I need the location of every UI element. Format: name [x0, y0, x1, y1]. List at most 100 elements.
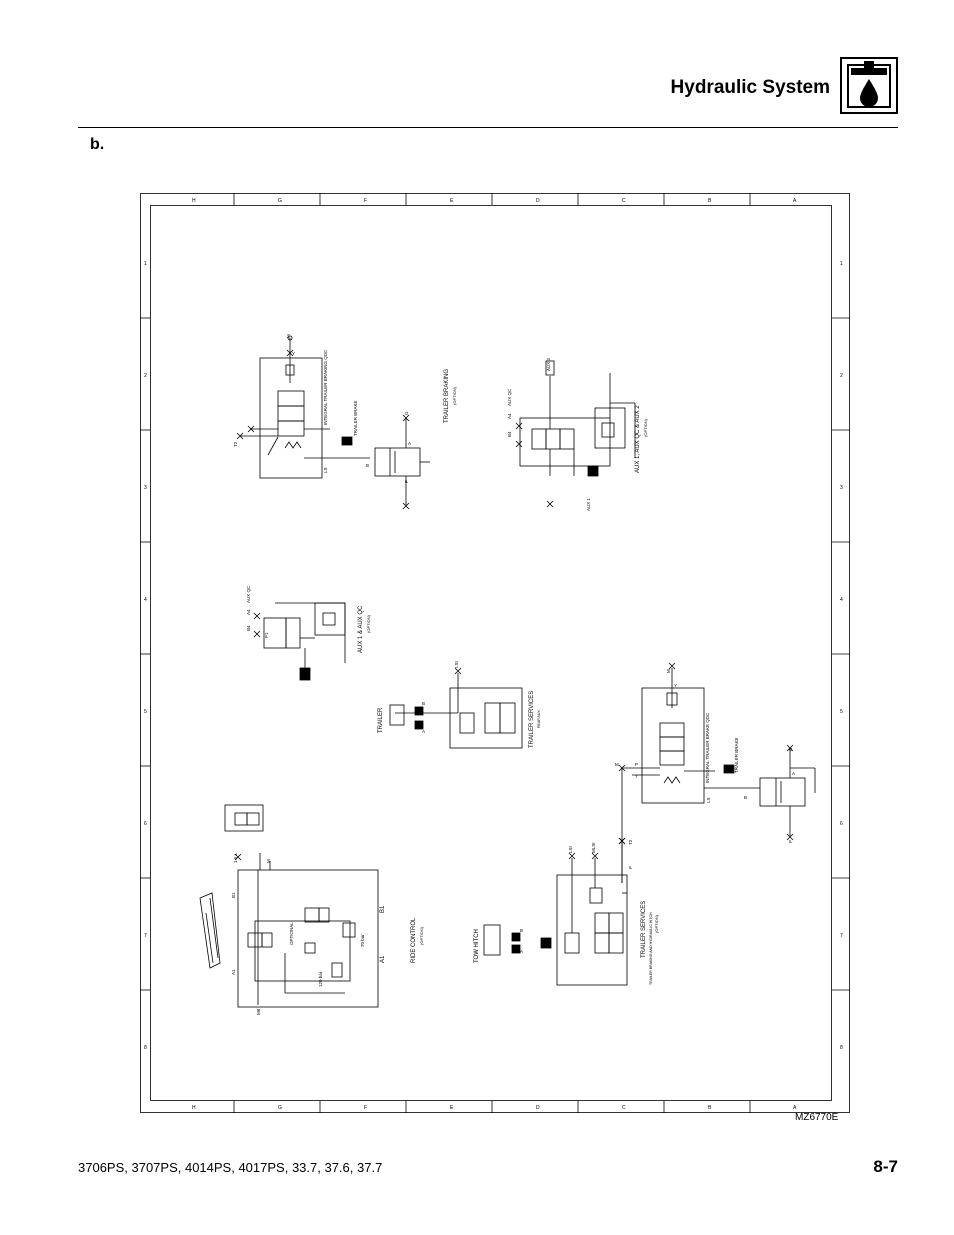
- port-b4: B4: [507, 431, 512, 437]
- port-ls: LS: [323, 467, 328, 473]
- label-aux1-auxqc-aux2-option: (OPTION): [643, 418, 648, 437]
- port-a: A: [408, 441, 411, 446]
- port-y: Y: [292, 351, 295, 356]
- row-number-right: 7: [840, 933, 843, 939]
- col-letter-bottom: E: [450, 1105, 454, 1111]
- row-number-left: 8: [144, 1045, 147, 1051]
- footer-models: 3706PS, 3707PS, 4014PS, 4017PS, 33.7, 37…: [78, 1160, 383, 1175]
- port-m: M: [286, 334, 291, 338]
- label-optional: OPTIONAL: [289, 922, 294, 945]
- label-aux1-auxqc-option: (OPTION): [366, 614, 371, 633]
- port-b1-right: B1: [380, 905, 386, 913]
- port-a-hitch: A: [520, 949, 523, 954]
- frame-outer: [140, 193, 850, 1113]
- row-number-right: 1: [840, 261, 843, 267]
- col-letter-top: E: [450, 198, 454, 204]
- port-a1-right: A1: [380, 955, 386, 963]
- port-a4: A4: [507, 413, 512, 419]
- label-rear-aux: REAR AUX: [537, 710, 541, 728]
- row-number-right: 4: [840, 597, 843, 603]
- row-number-left: 6: [144, 821, 147, 827]
- circuit-aux1-auxqc-aux2: [515, 360, 636, 508]
- hydraulic-reservoir-icon: [840, 57, 898, 114]
- row-number-left: 5: [144, 709, 147, 715]
- row-number-left: 3: [144, 485, 147, 491]
- port-a1: A1: [231, 969, 236, 975]
- hydraulic-schematic: H G F E D C B A H G F E D C B A 1 2 3 4 …: [140, 193, 850, 1113]
- col-letter-bottom: F: [364, 1105, 367, 1111]
- circuit-tow-hitch-trailer-services: [483, 837, 628, 986]
- port-aux1: AUX 1: [586, 497, 591, 511]
- port-a-trailer: A: [422, 729, 425, 734]
- port-p-2: P: [635, 762, 638, 767]
- circuit-trailer-braking-valve: [236, 335, 430, 510]
- label-ride-control-option: (OPTION): [419, 926, 424, 945]
- row-number-left: 1: [144, 261, 147, 267]
- col-letter-top: A: [793, 198, 797, 204]
- row-number-right: 2: [840, 373, 843, 379]
- label-aux1-auxqc: AUX 1 & AUX QC: [358, 605, 364, 653]
- figure-id: MZ6770E: [795, 1112, 839, 1123]
- port-b1: B1: [231, 892, 236, 898]
- port-m6: M6: [256, 1008, 261, 1015]
- port-a4-b: A4: [246, 609, 251, 615]
- row-number-right: 8: [840, 1045, 843, 1051]
- port-aux-qc: AUX QC: [507, 388, 512, 406]
- col-letter-top: H: [192, 198, 196, 204]
- row-number-right: 5: [840, 709, 843, 715]
- col-letter-top: F: [364, 198, 367, 204]
- row-number-right: 6: [840, 821, 843, 827]
- port-g-2: G: [788, 747, 793, 751]
- label-1-5-l: 1.5 L: [233, 852, 238, 863]
- port-lsi: LSI: [454, 661, 459, 668]
- circuit-trailer-brake-valve-2: [618, 662, 816, 883]
- port-m-2: M: [666, 669, 671, 673]
- row-number-left: 4: [144, 597, 147, 603]
- label-trailer: TRAILER: [378, 707, 384, 733]
- label-70-bar: 70 bar: [360, 934, 365, 947]
- page-number: 8-7: [873, 1157, 898, 1176]
- label-trailer-braking: TRAILER BRAKING: [444, 369, 450, 423]
- port-p-3: P: [788, 840, 793, 843]
- label-trailer-services-option: (OPTION): [654, 914, 659, 933]
- label-trailer-brake-2: TRAILER BRAKE: [734, 737, 739, 773]
- label-integral-trailer-brake-qdc: INTEGRAL TRAILER BRAKE QDC: [705, 712, 710, 783]
- page-title: Hydraulic System: [670, 77, 830, 98]
- label-trailer-brake: TRAILER BRAKE: [353, 400, 358, 436]
- port-aux-qc-b: AUX QC: [246, 585, 251, 603]
- row-ticks: [140, 317, 850, 991]
- col-letter-bottom: C: [622, 1105, 626, 1111]
- col-letter-bottom: D: [536, 1105, 540, 1111]
- port-aux2: AUX 2: [546, 357, 551, 371]
- col-letter-bottom: G: [278, 1105, 282, 1111]
- port-b-hitch: B: [520, 928, 523, 933]
- port-p2: P: [628, 866, 633, 869]
- port-b: B: [366, 463, 369, 468]
- port-a-2: A: [792, 771, 795, 776]
- label-tow-hitch: TOW HITCH: [474, 929, 480, 963]
- port-mlsi: MLSI: [591, 842, 596, 853]
- col-letter-top: G: [278, 198, 282, 204]
- port-g: G: [404, 411, 409, 415]
- port-b-2: B: [744, 795, 747, 800]
- circuit-ride-control: [199, 804, 379, 1008]
- header-rule: [78, 127, 898, 128]
- row-number-left: 7: [144, 933, 147, 939]
- port-m-ride: M: [266, 859, 271, 863]
- port-p: P: [404, 480, 409, 483]
- label-integral-trailer-braking-qdc: INTEGRAL TRAILER BRAKING QDC: [323, 349, 328, 425]
- port-p1: P1: [264, 632, 269, 638]
- column-ticks: [233, 193, 751, 1113]
- port-t2: T2: [233, 441, 238, 447]
- col-letter-top: C: [622, 198, 626, 204]
- frame-inner: [150, 205, 832, 1101]
- col-letter-bottom: A: [793, 1105, 797, 1111]
- row-number-left: 2: [144, 373, 147, 379]
- port-m-3: M: [615, 762, 619, 767]
- port-ls-2: LS: [706, 797, 711, 803]
- label-trailer-braking-hydraulic-hitch: TRAILER BRAKING AND HYDRAULIC HITCH: [649, 912, 653, 985]
- label-120-bar: 120 bar: [318, 971, 323, 987]
- port-b-trailer: B: [422, 701, 425, 706]
- port-t2-2: T2: [628, 839, 633, 845]
- col-letter-top: D: [536, 198, 540, 204]
